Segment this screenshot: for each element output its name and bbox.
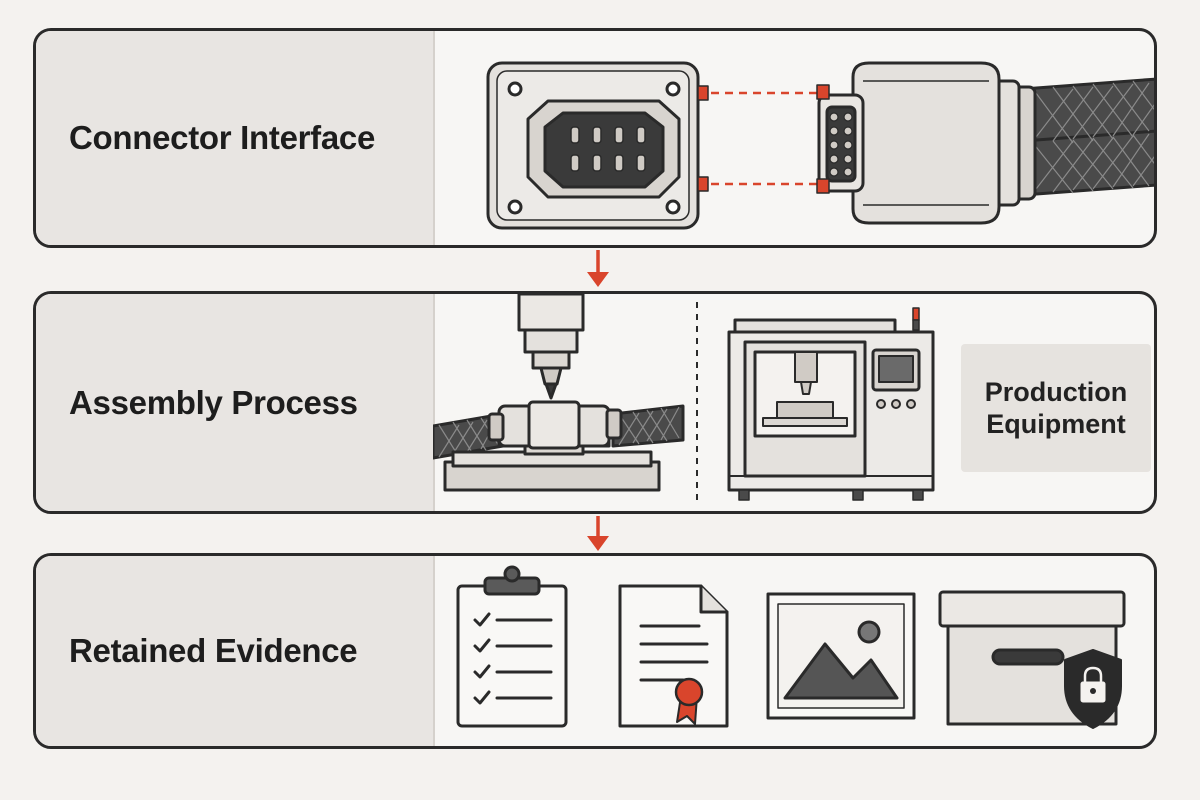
connector-interface-label-area: Connector Interface <box>36 31 435 245</box>
production-equipment-label: Production Equipment <box>984 376 1128 439</box>
connector-interface-panel: Connector Interface <box>33 28 1157 248</box>
press-tool-icon <box>433 294 685 492</box>
assembly-process-label: Assembly Process <box>69 383 358 421</box>
alignment-dashed-lines <box>711 91 817 186</box>
image-photo-icon <box>766 592 916 720</box>
production-machine-icon <box>727 307 935 501</box>
retained-evidence-label: Retained Evidence <box>69 632 358 669</box>
flow-arrow-down-icon <box>587 250 609 287</box>
assembly-process-art: Production Equipment <box>433 294 1154 511</box>
flow-arrow-down-icon-2 <box>587 516 609 551</box>
archive-box-lock-icon <box>938 590 1126 729</box>
plug-connector-icon <box>816 61 1154 225</box>
assembly-process-panel: Assembly Process <box>33 291 1157 514</box>
flange-receptacle-icon <box>486 61 709 230</box>
retained-evidence-label-area: Retained Evidence <box>36 556 435 746</box>
connector-interface-label: Connector Interface <box>69 119 376 156</box>
assembly-process-label-area: Assembly Process <box>36 294 435 511</box>
connector-interface-art <box>433 31 1154 245</box>
production-equipment-label-box: Production Equipment <box>961 344 1151 472</box>
certificate-document-icon <box>618 584 729 728</box>
retained-evidence-art <box>433 556 1154 746</box>
retained-evidence-panel: Retained Evidence <box>33 553 1157 749</box>
checklist-clipboard-icon <box>456 565 568 728</box>
